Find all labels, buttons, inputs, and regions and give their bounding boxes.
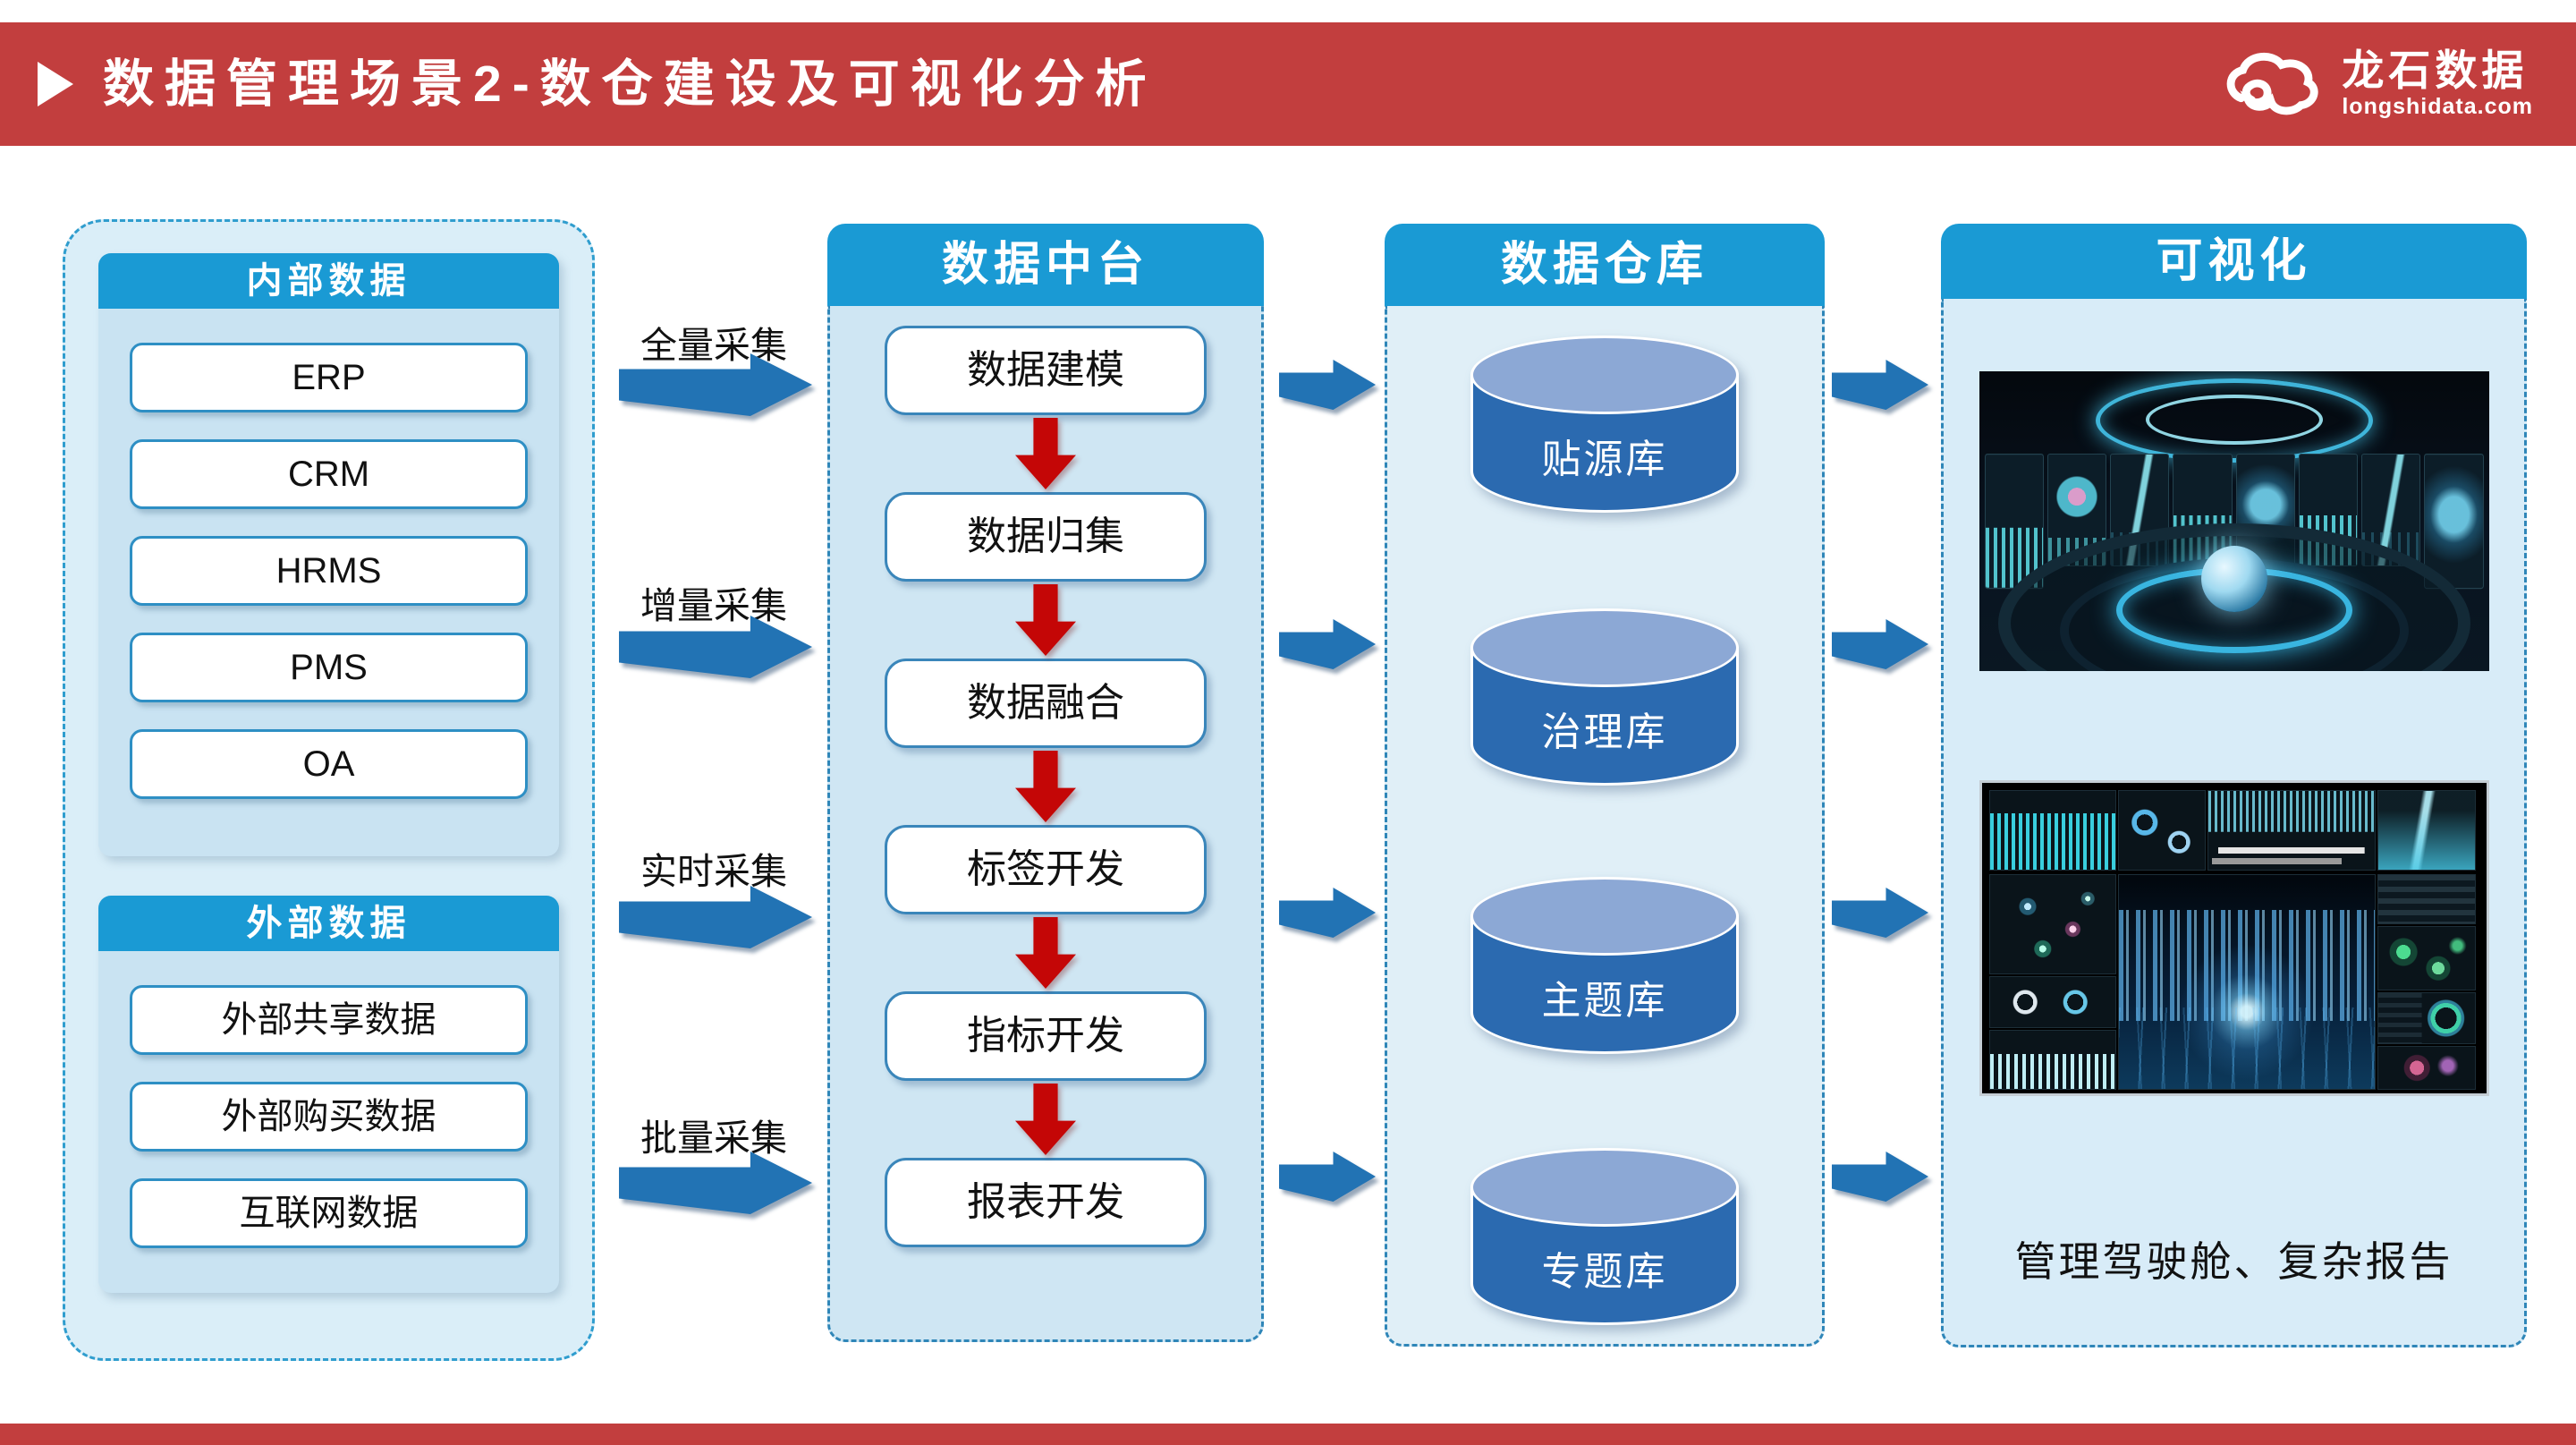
- page-title: 数据管理场景2-数仓建设及可视化分析: [103, 55, 1157, 113]
- flow-arrow-realtime: [619, 886, 812, 948]
- external-data-header: 外部数据: [98, 896, 559, 951]
- screen-wall: [1984, 454, 2484, 590]
- title-marker-icon: [38, 62, 73, 106]
- visualization-body: 管理驾驶舱、复杂报告: [1941, 299, 2527, 1347]
- database-cylinder: 治理库: [1470, 608, 1739, 786]
- logo: 龙石数据 longshidata.com: [2222, 37, 2533, 132]
- data-warehouse-header: 数据仓库: [1385, 224, 1825, 306]
- flow-arrow-icon: [1832, 619, 1928, 669]
- step-arrow-down-icon: [1015, 418, 1076, 489]
- database-cylinder: 专题库: [1470, 1148, 1739, 1325]
- internal-data-item: OA: [130, 729, 528, 799]
- internal-data-body: ERP CRM HRMS PMS OA: [98, 309, 559, 856]
- flow-arrow-icon: [1279, 360, 1376, 410]
- flow-arrow-icon: [1832, 360, 1928, 410]
- ceiling-ring-icon: [2145, 395, 2323, 445]
- visualization-header: 可视化: [1941, 224, 2527, 299]
- flow-arrow-full: [619, 353, 812, 416]
- flow-arrow-icon: [1832, 888, 1928, 938]
- data-platform-header: 数据中台: [827, 224, 1264, 306]
- external-data-body: 外部共享数据 外部购买数据 互联网数据: [98, 951, 559, 1293]
- title-bar: 数据管理场景2-数仓建设及可视化分析 龙石数据 longshidata.com: [0, 22, 2576, 146]
- logo-domain: longshidata.com: [2342, 94, 2533, 120]
- data-platform-panel: 数据中台 数据建模 数据归集 数据融合 标签开发 指标开发 报表开发: [827, 224, 1264, 1342]
- store-label: 治理库: [1541, 710, 1668, 754]
- dashboard-photo: [1979, 780, 2489, 1096]
- data-sources-panel: 内部数据 ERP CRM HRMS PMS OA 外部数据 外部共享数据 外部购…: [63, 219, 595, 1361]
- external-data-item: 外部共享数据: [130, 985, 528, 1055]
- internal-data-item: CRM: [130, 439, 528, 509]
- internal-data-item: ERP: [130, 343, 528, 412]
- database-cylinder: 贴源库: [1470, 336, 1739, 513]
- platform-step: 标签开发: [885, 825, 1207, 914]
- ceiling-ring-icon: [2095, 378, 2373, 463]
- data-platform-body: 数据建模 数据归集 数据融合 标签开发 指标开发 报表开发: [827, 306, 1264, 1342]
- step-arrow-down-icon: [1015, 1084, 1076, 1155]
- control-room-photo: [1979, 371, 2489, 671]
- cylinder-top-icon: [1470, 336, 1739, 414]
- logo-name: 龙石数据: [2342, 46, 2529, 94]
- platform-step: 报表开发: [885, 1158, 1207, 1247]
- store-label: 贴源库: [1541, 438, 1668, 481]
- external-data-card: 外部数据 外部共享数据 外部购买数据 互联网数据: [98, 896, 559, 1293]
- flow-arrow-icon: [1279, 1152, 1376, 1202]
- holo-globe-icon: [2200, 546, 2267, 612]
- cylinder-top-icon: [1470, 608, 1739, 687]
- internal-data-item: HRMS: [130, 536, 528, 606]
- visualization-caption: 管理驾驶舱、复杂报告: [2014, 1238, 2453, 1285]
- database-cylinder: 主题库: [1470, 877, 1739, 1054]
- flow-arrow-icon: [1832, 1152, 1928, 1202]
- step-arrow-down-icon: [1015, 917, 1076, 989]
- logo-swirl-icon: [2227, 53, 2318, 115]
- internal-data-item: PMS: [130, 633, 528, 702]
- data-warehouse-body: 贴源库 治理库 主题库 专题库: [1385, 306, 1825, 1347]
- flow-arrow-incremental: [619, 616, 812, 678]
- collection-label: 实时采集: [640, 851, 787, 892]
- platform-step: 数据融合: [885, 659, 1207, 748]
- platform-step: 数据归集: [885, 492, 1207, 582]
- external-data-item: 外部购买数据: [130, 1082, 528, 1152]
- flow-arrow-icon: [1279, 619, 1376, 669]
- collection-label: 增量采集: [640, 585, 787, 626]
- logo-text: 龙石数据 longshidata.com: [2342, 46, 2533, 120]
- internal-data-card: 内部数据 ERP CRM HRMS PMS OA: [98, 253, 559, 856]
- store-label: 专题库: [1541, 1250, 1668, 1294]
- visualization-panel: 可视化: [1941, 224, 2527, 1347]
- flow-arrow-batch: [619, 1152, 812, 1214]
- internal-data-header: 内部数据: [98, 253, 559, 309]
- step-arrow-down-icon: [1015, 751, 1076, 822]
- external-data-item: 互联网数据: [130, 1178, 528, 1248]
- cylinder-top-icon: [1470, 877, 1739, 956]
- data-warehouse-panel: 数据仓库 贴源库 治理库 主题库 专题库: [1385, 224, 1825, 1347]
- collection-label: 批量采集: [640, 1118, 787, 1159]
- store-label: 主题库: [1541, 979, 1668, 1023]
- platform-step: 指标开发: [885, 991, 1207, 1081]
- cylinder-top-icon: [1470, 1148, 1739, 1227]
- step-arrow-down-icon: [1015, 584, 1076, 656]
- platform-step: 数据建模: [885, 326, 1207, 415]
- collection-label: 全量采集: [640, 325, 787, 366]
- bottom-bar: [0, 1424, 2576, 1445]
- flow-arrow-icon: [1279, 888, 1376, 938]
